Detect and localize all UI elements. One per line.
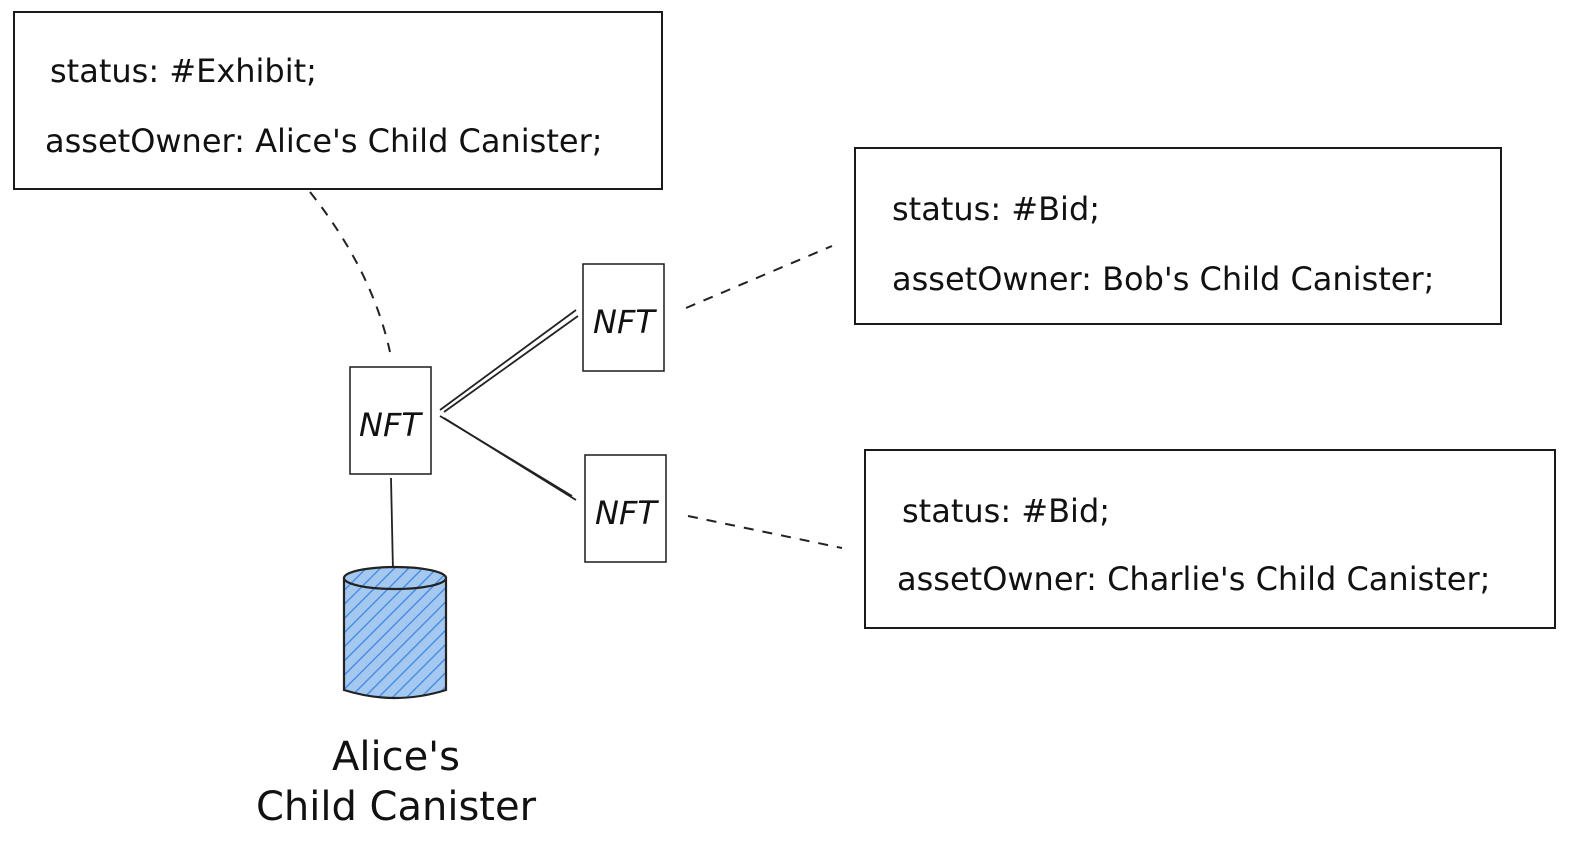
alice-state-box: status: #Exhibit; assetOwner: Alice's Ch… bbox=[13, 11, 663, 190]
canister-caption-line2: Child Canister bbox=[256, 784, 537, 830]
alice-dashed-connector bbox=[309, 191, 391, 353]
canister-connector-line bbox=[390, 477, 394, 573]
charlie-owner-text: assetOwner: Charlie's Child Canister; bbox=[897, 560, 1490, 598]
charlie-nft-box: NFT bbox=[584, 454, 667, 563]
bob-state-box: status: #Bid; assetOwner: Bob's Child Ca… bbox=[854, 147, 1502, 325]
bob-owner-text: assetOwner: Bob's Child Canister; bbox=[892, 260, 1434, 298]
bob-nft-label: NFT bbox=[593, 303, 657, 341]
canister-caption-line1: Alice's bbox=[332, 734, 460, 780]
charlie-status-text: status: #Bid; bbox=[902, 492, 1110, 530]
branch-lines bbox=[439, 309, 579, 501]
canister-cylinder-icon bbox=[342, 565, 448, 700]
charlie-state-box: status: #Bid; assetOwner: Charlie's Chil… bbox=[864, 449, 1556, 629]
main-nft-box: NFT bbox=[349, 366, 432, 475]
charlie-dashed-connector bbox=[687, 515, 843, 549]
alice-owner-text: assetOwner: Alice's Child Canister; bbox=[45, 122, 603, 160]
charlie-nft-label: NFT bbox=[595, 494, 659, 532]
alice-status-text: status: #Exhibit; bbox=[50, 52, 317, 90]
main-nft-label: NFT bbox=[359, 406, 423, 444]
bob-dashed-connector bbox=[685, 245, 833, 309]
bob-status-text: status: #Bid; bbox=[892, 190, 1100, 228]
bob-nft-box: NFT bbox=[582, 263, 665, 372]
